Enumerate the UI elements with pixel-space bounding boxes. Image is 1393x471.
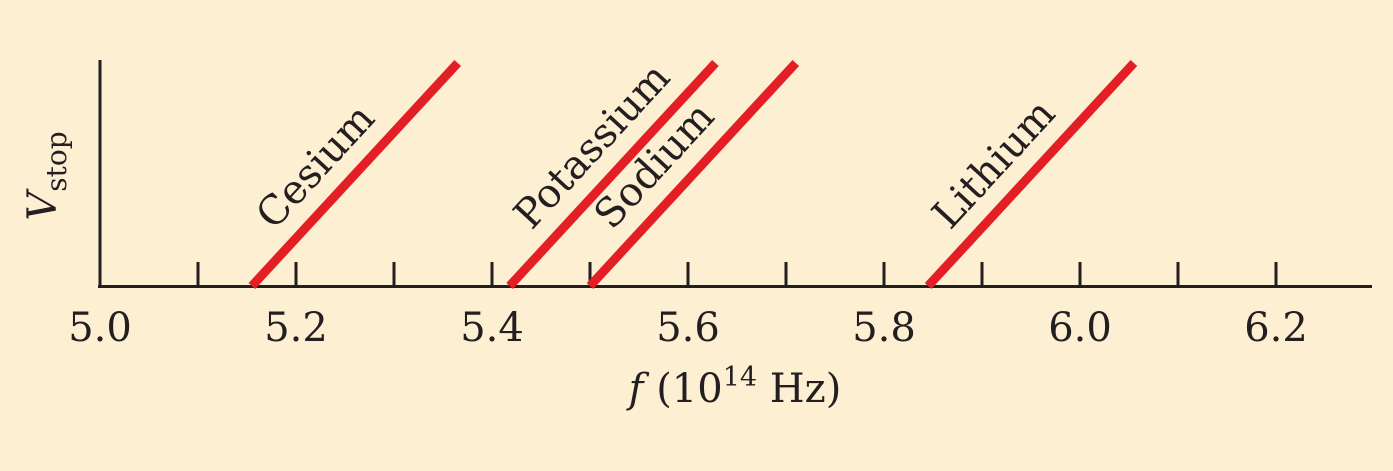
x-axis-tick-labels: 5.0 5.2 5.4 5.6 5.8 6.0 6.2: [68, 305, 1308, 351]
x-axis-title: f (1014 Hz): [626, 362, 842, 412]
series-line-sodium: [586, 59, 800, 290]
x-tick-label: 6.0: [1048, 305, 1112, 351]
y-axis-title: Vstop: [20, 131, 73, 220]
series-line-lithium: [924, 59, 1138, 290]
x-tick-label: 5.6: [656, 305, 720, 351]
series-line-cesium: [248, 59, 462, 290]
x-axis-ticks: [196, 262, 1278, 286]
x-tick-label: 5.4: [460, 305, 524, 351]
series-line-potassium: [506, 59, 719, 290]
x-tick-label: 5.8: [852, 305, 916, 351]
series-group: [248, 59, 1138, 290]
x-tick-label: 5.2: [264, 305, 328, 351]
x-tick-label: 6.2: [1244, 305, 1308, 351]
x-tick-label: 5.0: [68, 305, 132, 351]
